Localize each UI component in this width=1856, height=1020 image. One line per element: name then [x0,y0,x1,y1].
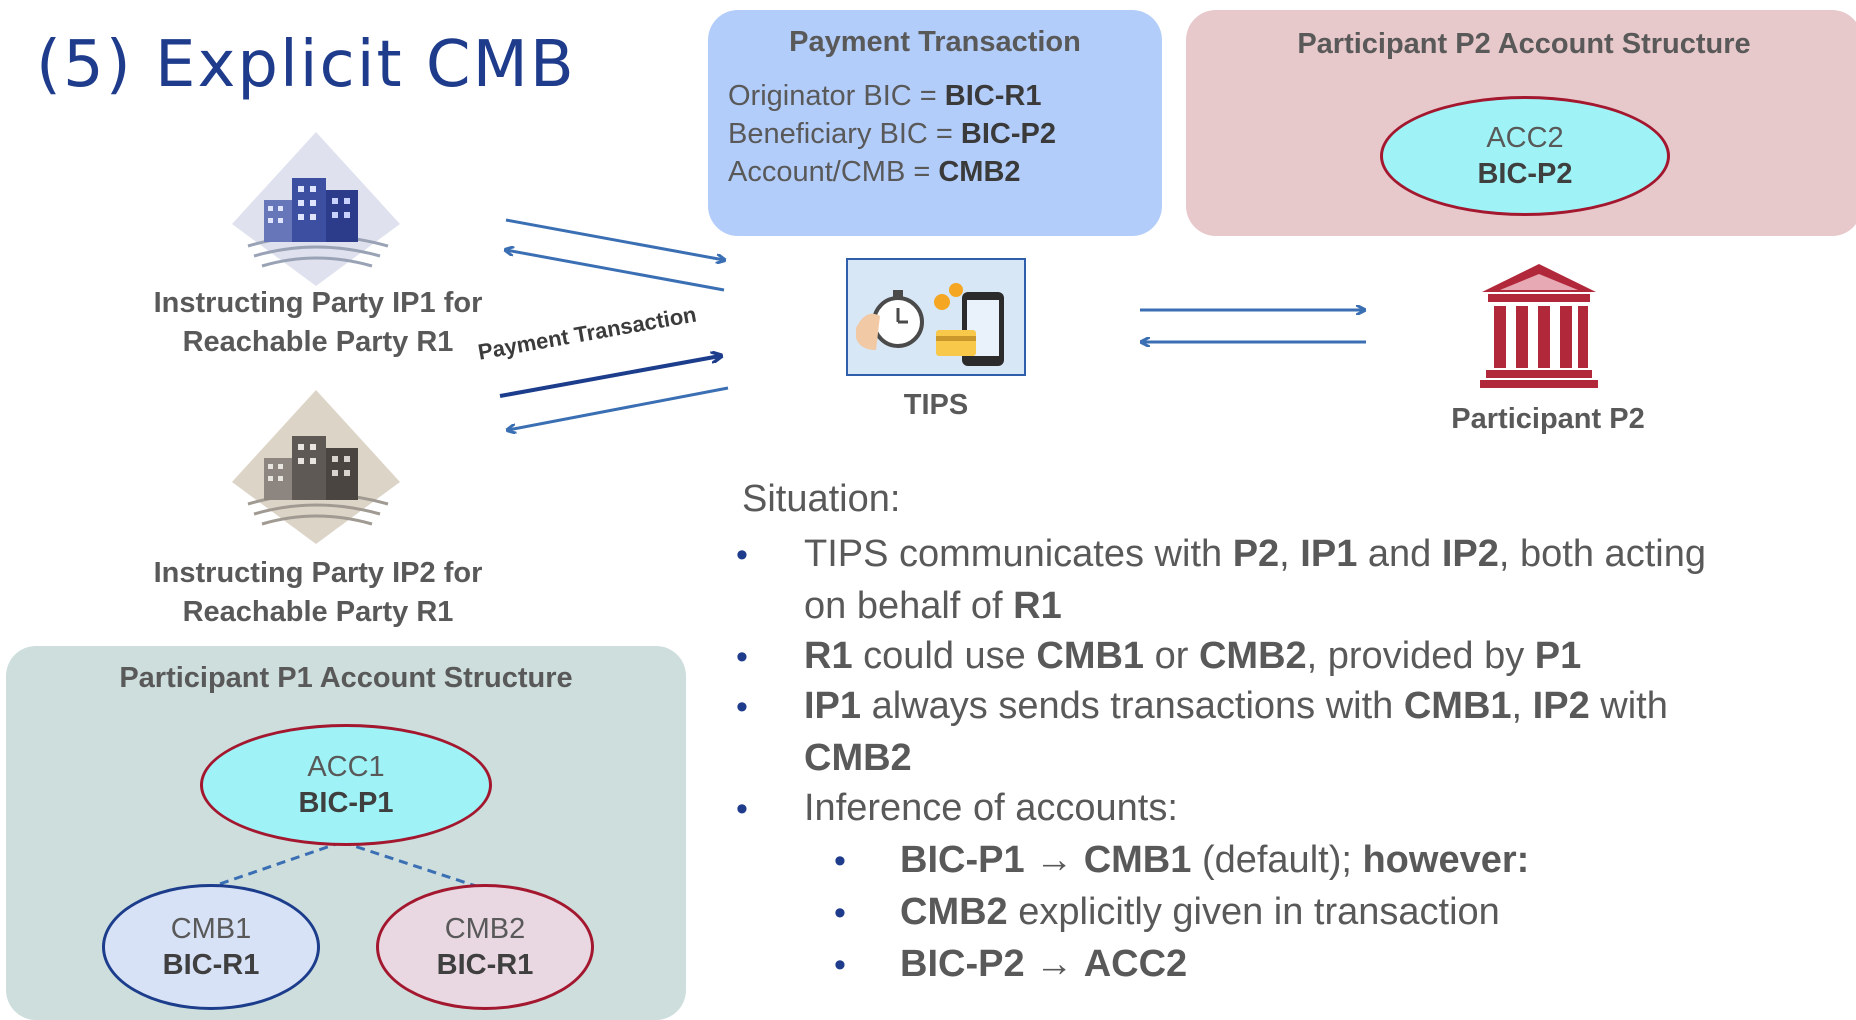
acc2-bic: BIC-P2 [1477,158,1573,190]
tips-to-ip2-arrow [508,386,729,430]
cmb1-label: CMB1 [170,912,252,945]
situation-bullet-4: Inference of accounts: [804,787,1178,829]
payment-box-title: Payment Transaction [789,26,1081,58]
situation-heading: Situation: [742,478,901,520]
building-gray-icon [232,390,400,544]
inference-item-1: BIC-P1 → CMB1 (default); however: [900,839,1530,881]
situation-bullet-2: R1 could use CMB1 or CMB2, provided by P… [804,635,1582,677]
acc1-ellipse: ACC1 BIC-P1 [200,724,492,846]
bank-icon [1480,264,1598,388]
tree-line-cmb2 [341,840,483,890]
page-title: (5) Explicit CMB [36,28,576,102]
acc2-ellipse: ACC2 BIC-P2 [1380,96,1670,216]
situation-bullet-3: IP1 always sends transactions with CMB1,… [804,685,1668,779]
p1-box-title: Participant P1 Account Structure [119,662,573,694]
inference-item-2: CMB2 explicitly given in transaction [900,891,1500,933]
cmb2-bic: BIC-R1 [436,949,534,981]
ip2-to-tips-arrow [499,356,720,398]
acc1-bic: BIC-P1 [298,787,394,819]
cmb1-bic: BIC-R1 [162,949,260,981]
sub-bullet-dot: • [834,894,846,932]
situation-bullet-1: TIPS communicates with P2, IP1 and IP2, … [804,533,1706,627]
tree-line-cmb1 [207,840,343,890]
tips-to-ip1-arrow [506,250,725,292]
cmb1-ellipse: CMB1 BIC-R1 [102,884,320,1010]
p2-box-title: Participant P2 Account Structure [1297,28,1751,60]
sub-bullet-dot: • [834,946,846,984]
tips-label: TIPS [903,389,969,421]
bullet-dot: • [736,638,748,676]
originator-line: Originator BIC = BIC-R1 [728,80,1042,112]
acc2-label: ACC2 [1486,121,1564,154]
cmb2-label: CMB2 [444,912,526,945]
inference-item-3: BIC-P2 → ACC2 [900,943,1188,985]
bullet-dot: • [736,536,748,574]
sub-bullet-dot: • [834,842,846,880]
account-cmb-line: Account/CMB = CMB2 [728,156,1021,188]
building-blue-icon [232,132,400,286]
beneficiary-line: Beneficiary BIC = BIC-P2 [728,118,1056,150]
ip1-to-tips-arrow [505,218,724,260]
participant-p2-label: Participant P2 [1451,403,1645,435]
bullet-dot: • [736,688,748,726]
bullet-dot: • [736,790,748,828]
payment-transaction-box: Payment Transaction Originator BIC = BIC… [708,10,1162,236]
acc1-label: ACC1 [307,750,385,783]
tips-stopwatch-phone-icon [846,258,1026,376]
cmb2-ellipse: CMB2 BIC-R1 [376,884,594,1010]
